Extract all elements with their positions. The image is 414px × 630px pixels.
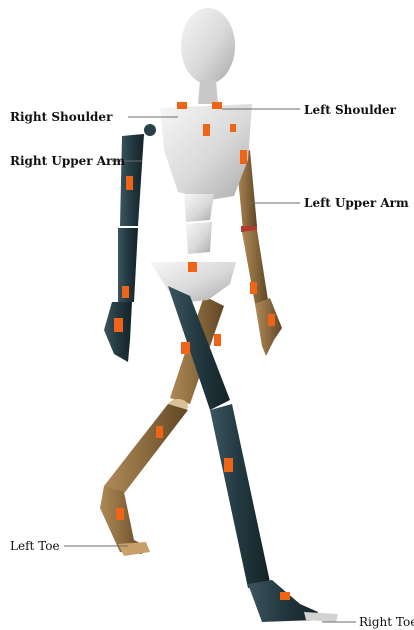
left-shin-segment	[104, 404, 188, 496]
sensor-marker	[116, 508, 124, 520]
left-toe-segment	[118, 542, 150, 556]
sensor-marker	[177, 102, 187, 109]
label-right-toe: Right Toe	[359, 615, 414, 629]
sensor-marker	[203, 124, 210, 136]
right-leg	[168, 286, 338, 622]
sensor-marker	[268, 314, 275, 326]
label-left-shoulder: Left Shoulder	[304, 103, 397, 117]
label-right-upper-arm: Right Upper Arm	[10, 154, 125, 168]
sensor-marker	[214, 334, 221, 346]
sensor-marker	[114, 318, 123, 332]
right-toe-segment	[304, 612, 338, 622]
sensor-marker	[212, 102, 222, 109]
abdomen-lower	[186, 222, 212, 254]
label-left-toe: Left Toe	[10, 539, 60, 553]
sensor-marker	[240, 150, 247, 164]
torso	[150, 8, 252, 302]
left-hand-segment	[255, 298, 282, 356]
sensor-marker	[156, 426, 163, 438]
abdomen-upper	[184, 194, 214, 222]
right-shoulder-joint	[144, 124, 156, 136]
sensor-marker	[224, 458, 233, 472]
neck	[198, 80, 218, 104]
label-right-shoulder: Right Shoulder	[10, 110, 113, 124]
label-left-upper-arm: Left Upper Arm	[304, 196, 409, 210]
sensor-marker	[181, 342, 190, 354]
right-shin-segment	[210, 404, 270, 588]
chest	[160, 104, 252, 200]
sensor-marker	[122, 286, 129, 298]
sensor-marker	[280, 592, 290, 600]
left-arm	[236, 150, 282, 356]
sensor-marker	[126, 176, 133, 190]
sensor-marker	[230, 124, 236, 132]
head	[181, 8, 235, 84]
sensor-marker	[188, 262, 197, 272]
sensor-marker	[250, 282, 257, 294]
